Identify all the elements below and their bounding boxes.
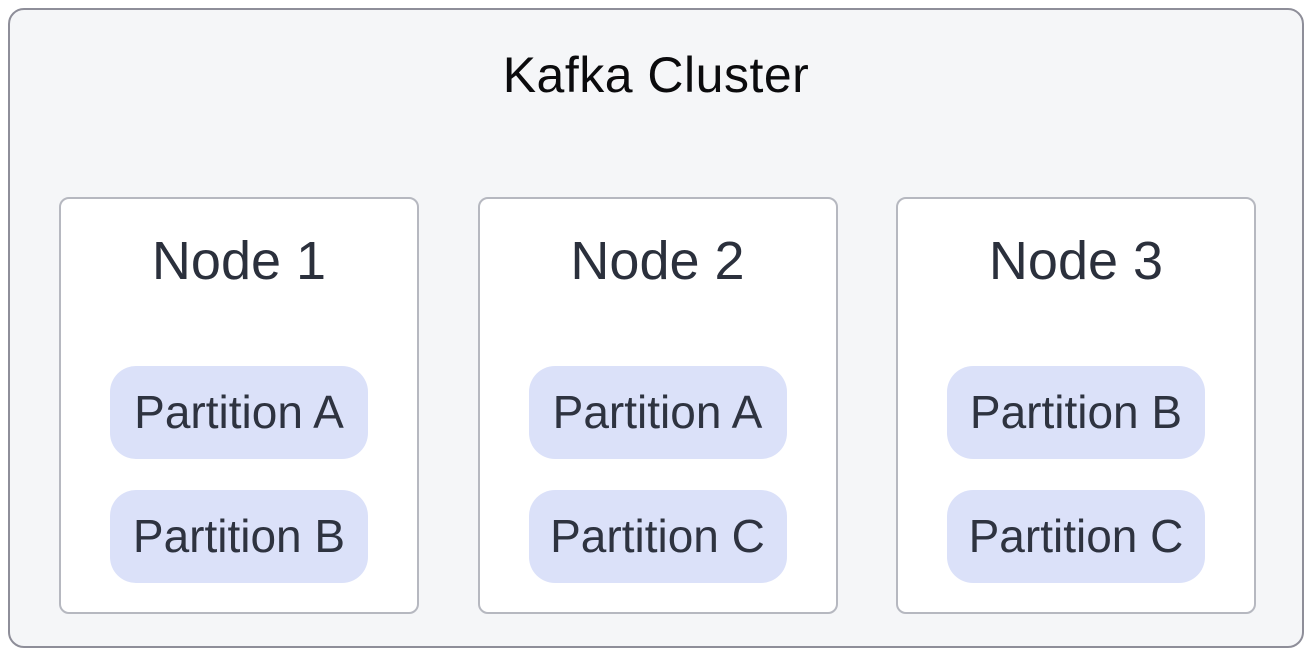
partition-pill: Partition B [110,489,368,583]
partition-pill: Partition C [528,489,787,583]
nodes-row: Node 1 Partition A Partition B Node 2 Pa… [59,197,1256,614]
node-title: Node 3 [988,231,1164,291]
node-title: Node 2 [570,231,745,291]
partition-pill: Partition B [947,365,1205,459]
cluster-title: Kafka Cluster [502,47,810,103]
node-card-3: Node 3 Partition B Partition C [896,197,1256,614]
partition-list: Partition B Partition C [947,365,1205,583]
partition-pill: Partition A [110,365,368,459]
partition-list: Partition A Partition C [528,365,787,583]
kafka-cluster-box: Kafka Cluster Node 1 Partition A Partiti… [8,8,1304,648]
partition-pill: Partition A [528,365,787,459]
partition-list: Partition A Partition B [110,365,368,583]
node-card-1: Node 1 Partition A Partition B [59,197,419,614]
node-title: Node 1 [151,231,327,291]
node-card-2: Node 2 Partition A Partition C [477,197,838,614]
partition-pill: Partition C [947,489,1205,583]
